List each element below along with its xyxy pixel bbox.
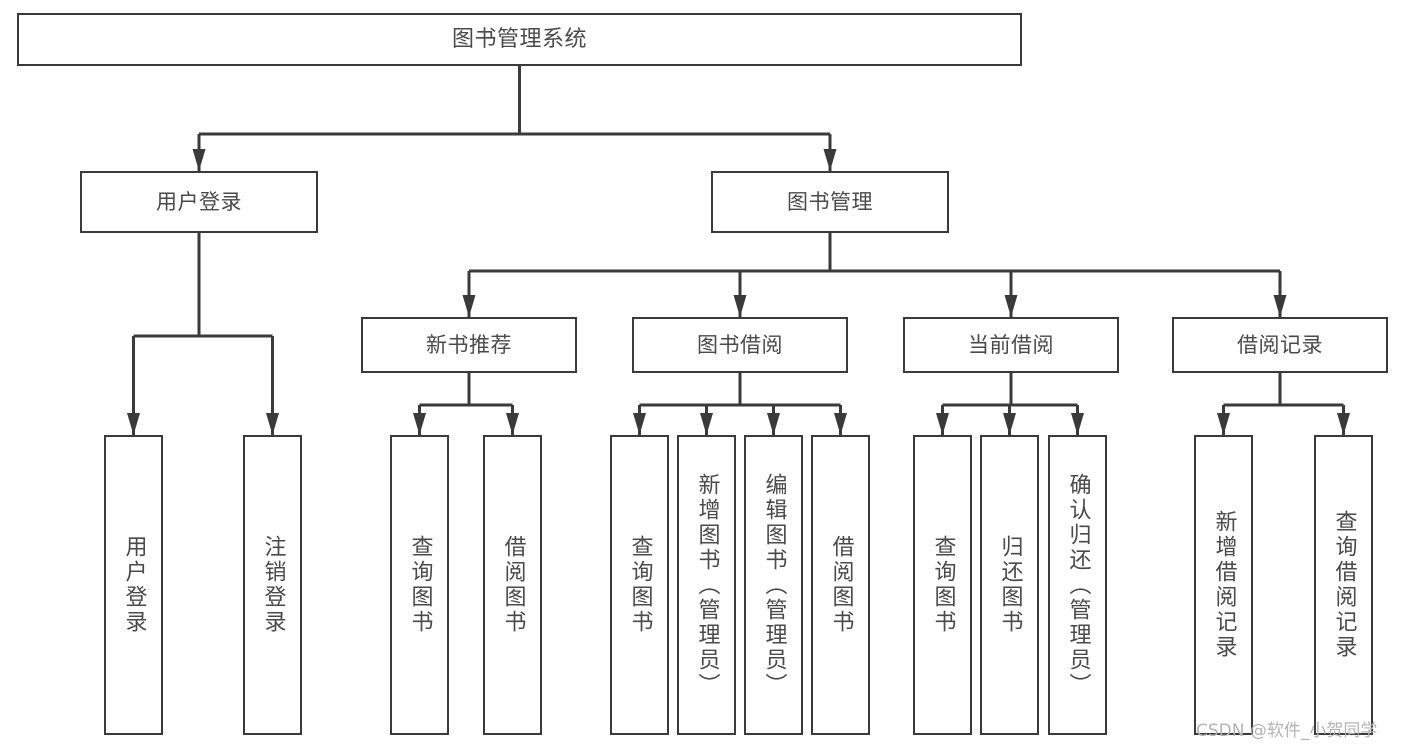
node-borrow-record[interactable]: 借阅记录 <box>1172 317 1388 373</box>
node-leaf-borrow-book-a[interactable]: 借阅图书 <box>483 435 542 735</box>
arrow-icon-leaf-query-book-c <box>936 413 949 435</box>
arrow-icon-leaf-add-record <box>1217 413 1230 435</box>
arrow-icon-leaf-borrow-book-a <box>506 413 519 435</box>
arrow-icon-leaf-confirm-return <box>1071 413 1084 435</box>
arrow-icon-leaf-add-book <box>700 413 713 435</box>
node-label-current-borrow: 当前借阅 <box>968 332 1054 357</box>
node-leaf-return-book[interactable]: 归还图书 <box>980 435 1039 735</box>
node-label-book-manage: 图书管理 <box>787 189 873 214</box>
node-book-manage[interactable]: 图书管理 <box>711 171 949 233</box>
node-leaf-query-book-a[interactable]: 查询图书 <box>390 435 449 735</box>
arrow-icon-leaf-user-login <box>127 413 140 435</box>
node-label-leaf-add-book: 新增图书（管理员） <box>694 472 720 698</box>
node-leaf-borrow-book-b[interactable]: 借阅图书 <box>811 435 870 735</box>
node-leaf-user-logout[interactable]: 注销登录 <box>243 435 302 735</box>
node-root[interactable]: 图书管理系统 <box>17 13 1022 66</box>
node-new-book-rec[interactable]: 新书推荐 <box>361 317 577 373</box>
node-label-root: 图书管理系统 <box>451 26 587 52</box>
node-label-leaf-query-book-b: 查询图书 <box>627 535 653 635</box>
node-label-leaf-confirm-return: 确认归还（管理员） <box>1065 472 1091 698</box>
arrow-icon-new-book-rec <box>462 295 476 317</box>
node-leaf-user-login[interactable]: 用户登录 <box>104 435 163 735</box>
node-label-leaf-return-book: 归还图书 <box>997 535 1023 635</box>
node-label-leaf-query-book-a: 查询图书 <box>407 535 433 635</box>
node-leaf-add-book[interactable]: 新增图书（管理员） <box>677 435 736 735</box>
node-label-leaf-user-logout: 注销登录 <box>260 535 286 635</box>
arrow-icon-leaf-query-book-a <box>413 413 426 435</box>
node-label-leaf-add-record: 新增借阅记录 <box>1211 510 1237 660</box>
arrow-icon-borrow-record <box>1273 295 1287 317</box>
node-label-leaf-borrow-book-b: 借阅图书 <box>828 535 854 635</box>
arrow-icon-leaf-edit-book <box>767 413 780 435</box>
arrow-icon-leaf-return-book <box>1003 413 1016 435</box>
arrow-icon-leaf-user-logout <box>266 413 279 435</box>
node-label-leaf-query-book-c: 查询图书 <box>930 535 956 635</box>
node-leaf-query-book-c[interactable]: 查询图书 <box>913 435 972 735</box>
node-leaf-add-record[interactable]: 新增借阅记录 <box>1194 435 1253 735</box>
node-leaf-confirm-return[interactable]: 确认归还（管理员） <box>1048 435 1107 735</box>
node-label-leaf-user-login: 用户登录 <box>121 535 147 635</box>
node-leaf-query-book-b[interactable]: 查询图书 <box>610 435 669 735</box>
node-label-leaf-edit-book: 编辑图书（管理员） <box>761 472 787 698</box>
node-label-book-borrow: 图书借阅 <box>697 332 783 357</box>
node-leaf-query-record[interactable]: 查询借阅记录 <box>1314 435 1373 735</box>
node-leaf-edit-book[interactable]: 编辑图书（管理员） <box>744 435 803 735</box>
arrow-icon-book-borrow <box>733 295 747 317</box>
node-label-user-login: 用户登录 <box>156 189 242 214</box>
arrow-icon-leaf-borrow-book-b <box>834 413 847 435</box>
node-label-borrow-record: 借阅记录 <box>1237 332 1323 357</box>
node-label-leaf-query-record: 查询借阅记录 <box>1331 510 1357 660</box>
arrow-icon-user-login <box>192 149 206 171</box>
node-label-new-book-rec: 新书推荐 <box>426 332 512 357</box>
node-label-leaf-borrow-book-a: 借阅图书 <box>500 535 526 635</box>
node-book-borrow[interactable]: 图书借阅 <box>632 317 848 373</box>
arrow-icon-current-borrow <box>1004 295 1018 317</box>
node-current-borrow[interactable]: 当前借阅 <box>903 317 1119 373</box>
node-user-login[interactable]: 用户登录 <box>80 171 318 233</box>
arrow-icon-leaf-query-record <box>1337 413 1350 435</box>
arrow-icon-leaf-query-book-b <box>633 413 646 435</box>
arrow-icon-book-manage <box>823 149 837 171</box>
